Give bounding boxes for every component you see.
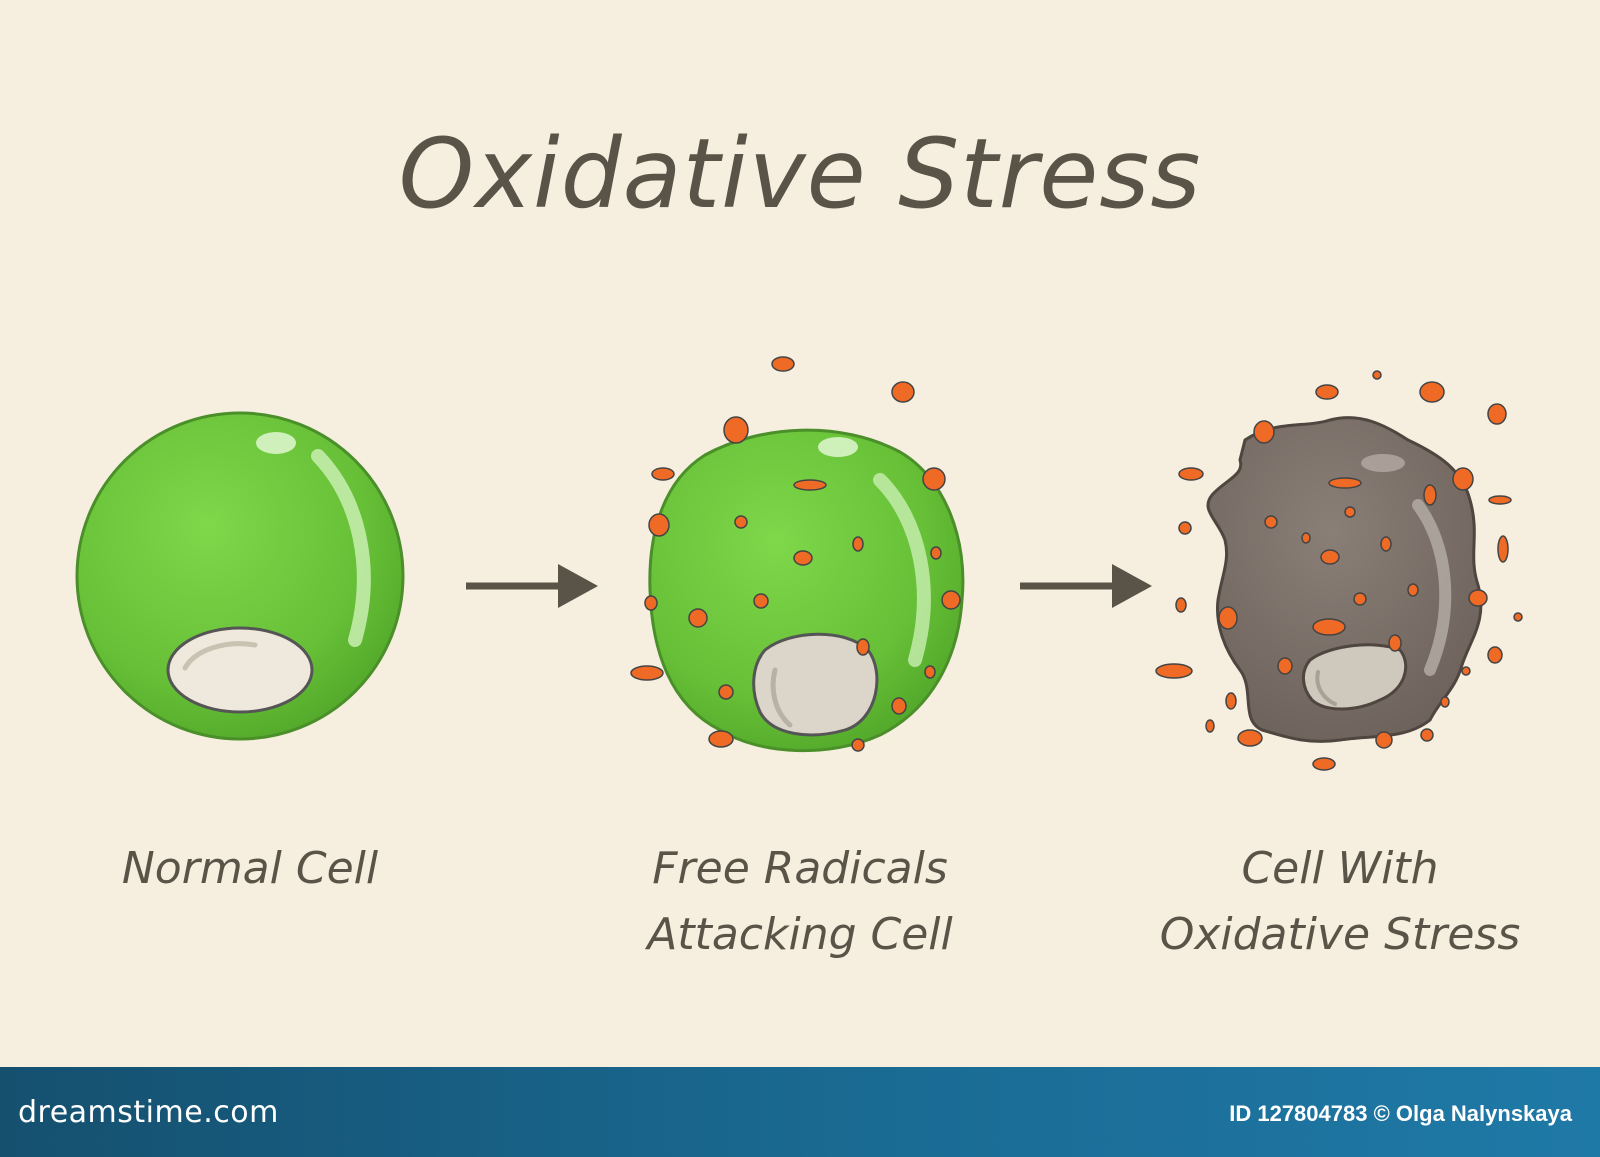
label-free-radicals: Free Radicals Attacking Cell xyxy=(580,836,1020,968)
label-free-radicals-line-2: Attacking Cell xyxy=(647,909,953,960)
watermark-footer: dreamstime.com ID 127804783 © Olga Nalyn… xyxy=(0,1067,1600,1157)
attacked-cell-nucleus xyxy=(752,632,879,737)
damaged-cell-nucleus xyxy=(1302,643,1408,711)
free-radicals-attacking xyxy=(630,356,961,752)
diagram-title: Oxidative Stress xyxy=(398,118,1202,230)
label-normal-cell: Normal Cell xyxy=(60,836,440,902)
label-oxidative-stress-line-2: Oxidative Stress xyxy=(1159,909,1521,960)
dreamstime-logo: dreamstime.com xyxy=(18,1095,279,1130)
normal-cell-nucleus xyxy=(166,626,314,714)
label-free-radicals-line-1: Free Radicals xyxy=(652,843,948,894)
attacked-cell xyxy=(648,428,965,753)
label-normal-cell-line-1: Normal Cell xyxy=(121,843,379,894)
image-credit: ID 127804783 © Olga Nalynskaya xyxy=(1229,1101,1572,1126)
damaged-cell xyxy=(1206,416,1483,743)
label-oxidative-stress: Cell With Oxidative Stress xyxy=(1110,836,1570,968)
arrow-2 xyxy=(1020,564,1152,608)
normal-cell xyxy=(75,411,405,741)
arrow-1 xyxy=(466,564,598,608)
diagram-canvas xyxy=(75,356,1523,771)
label-oxidative-stress-line-1: Cell With xyxy=(1241,843,1439,894)
free-radicals-stress xyxy=(1155,370,1523,771)
